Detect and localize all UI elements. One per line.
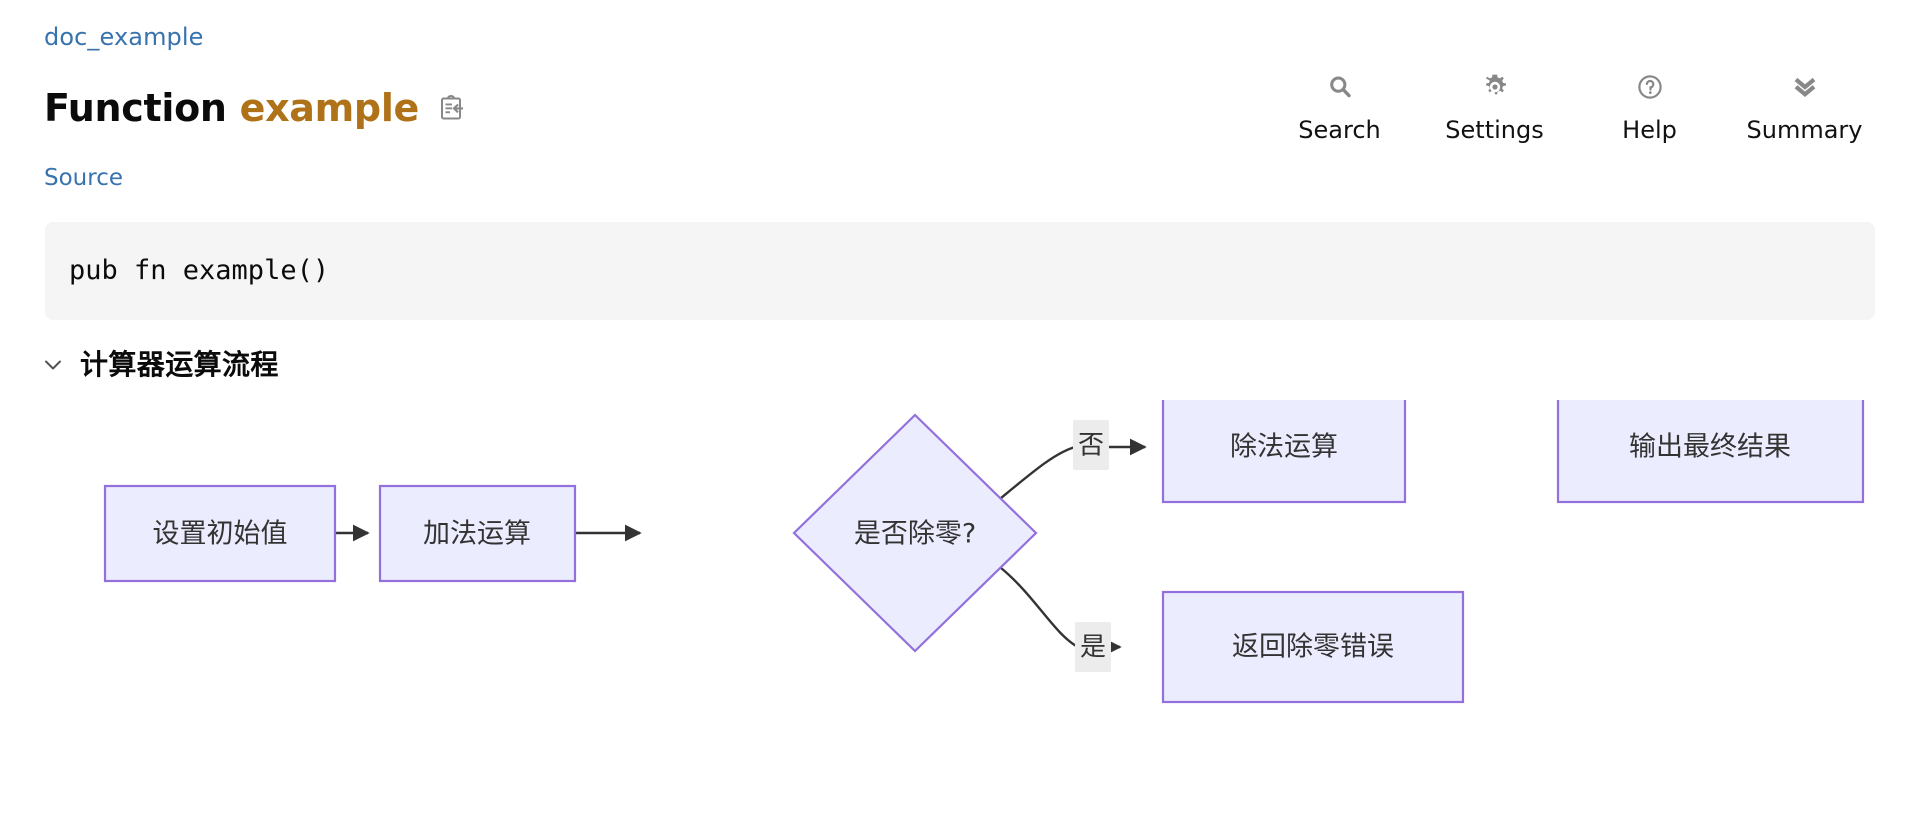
flow-node-label-F: 返回除零错误 xyxy=(1232,632,1394,663)
page-header: doc_example Function example Source xyxy=(44,22,1876,191)
flow-node-divide-by-zero-decision[interactable]: 是否除零? xyxy=(792,413,1038,653)
flow-node-set-initial-value[interactable]: 设置初始值 xyxy=(103,484,337,583)
flow-node-output-final-result[interactable]: 输出最终结果 xyxy=(1556,400,1865,504)
flowchart-svg: 否 是 设置初始值 加法运算 是否除零? xyxy=(103,400,1865,704)
search-icon xyxy=(1326,72,1354,102)
flow-node-return-divide-by-zero-error[interactable]: 返回除零错误 xyxy=(1161,590,1465,704)
nav-label-search: Search xyxy=(1298,116,1381,144)
page-title-kind: Function xyxy=(44,86,227,131)
source-link[interactable]: Source xyxy=(44,164,123,191)
section-header-calculator-flow[interactable]: 计算器运算流程 xyxy=(42,348,279,382)
double-chevron-down-icon xyxy=(1790,72,1820,102)
nav-item-help[interactable]: Help xyxy=(1572,72,1727,144)
function-signature-block: pub fn example() xyxy=(45,222,1875,320)
chevron-down-icon[interactable] xyxy=(42,354,64,376)
flow-node-label-E: 输出最终结果 xyxy=(1629,432,1791,463)
help-circle-icon xyxy=(1636,72,1664,102)
title-row: Function example xyxy=(44,60,1876,157)
page-title: Function example xyxy=(44,85,419,131)
breadcrumb-crate-link[interactable]: doc_example xyxy=(44,23,204,51)
nav-label-summary: Summary xyxy=(1746,116,1863,144)
flow-node-label-B: 加法运算 xyxy=(423,519,531,550)
function-signature-code: pub fn example() xyxy=(69,255,330,286)
flow-node-addition[interactable]: 加法运算 xyxy=(378,484,577,583)
flow-node-division[interactable]: 除法运算 xyxy=(1161,400,1407,504)
top-nav: Search Settings Help xyxy=(1262,72,1882,144)
flowchart-container: 否 是 设置初始值 加法运算 是否除零? xyxy=(0,400,1920,817)
flowchart-edge-labels: 否 是 xyxy=(1073,420,1111,672)
flow-node-label-A: 设置初始值 xyxy=(153,519,288,550)
edge-label-no: 否 xyxy=(1078,431,1104,461)
page-title-function-name: example xyxy=(239,86,420,131)
nav-label-help: Help xyxy=(1622,116,1677,144)
flowchart-nodes: 设置初始值 加法运算 是否除零? 除法运算 输出最终结果 xyxy=(103,400,1865,704)
edge-label-yes: 是 xyxy=(1080,633,1106,663)
nav-item-settings[interactable]: Settings xyxy=(1417,72,1572,144)
flow-node-label-D: 除法运算 xyxy=(1230,432,1338,463)
flow-node-label-C: 是否除零? xyxy=(854,519,976,550)
nav-label-settings: Settings xyxy=(1445,116,1544,144)
copy-path-icon[interactable] xyxy=(437,93,465,123)
section-title: 计算器运算流程 xyxy=(80,348,279,381)
edge-label-bg-yes xyxy=(1075,622,1111,672)
nav-item-summary[interactable]: Summary xyxy=(1727,72,1882,144)
edge-label-bg-no xyxy=(1073,420,1109,470)
gear-icon xyxy=(1480,72,1510,102)
nav-item-search[interactable]: Search xyxy=(1262,72,1417,144)
